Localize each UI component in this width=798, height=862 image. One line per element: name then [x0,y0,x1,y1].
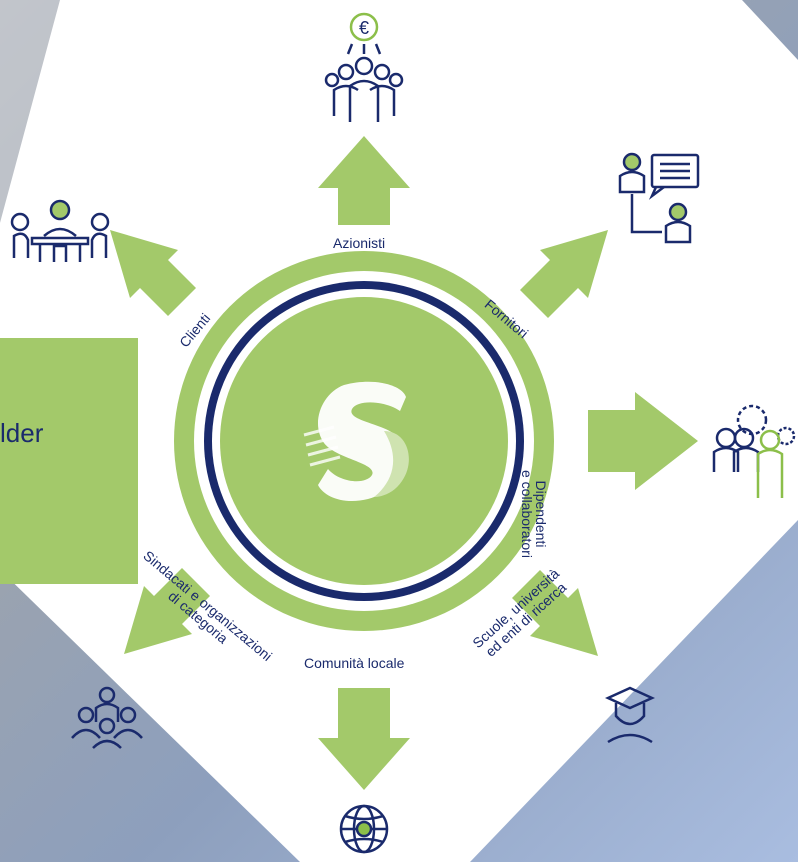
arrow-fornitori [520,230,608,318]
label-dipendenti: Dipendenti e collaboratori [519,470,549,558]
arrow-clienti [110,230,196,316]
svg-text:€: € [359,18,369,38]
stakeholder-logo-icon [303,381,409,502]
globe-icon [339,804,389,854]
arrow-comunita [318,688,410,790]
label-dipendenti-line1: Dipendenti [533,480,549,548]
arrows [110,136,698,790]
group-people-icon [71,686,143,749]
arrow-sindacati [124,568,210,654]
arrow-azionisti [318,136,410,225]
clients-meeting-icon [10,199,110,262]
graduate-icon [604,686,656,744]
suppliers-meeting-icon [618,152,700,244]
side-panel-text: lder [0,418,44,448]
shareholders-euro-icon: € [324,12,404,122]
employees-gears-icon [712,404,796,498]
label-comunita: Comunità locale [304,655,405,671]
arrow-scuole [512,570,598,656]
label-dipendenti-line2: e collaboratori [519,470,535,558]
label-azionisti: Azionisti [333,235,386,251]
side-panel [0,338,138,584]
arrow-dipendenti [588,392,698,490]
